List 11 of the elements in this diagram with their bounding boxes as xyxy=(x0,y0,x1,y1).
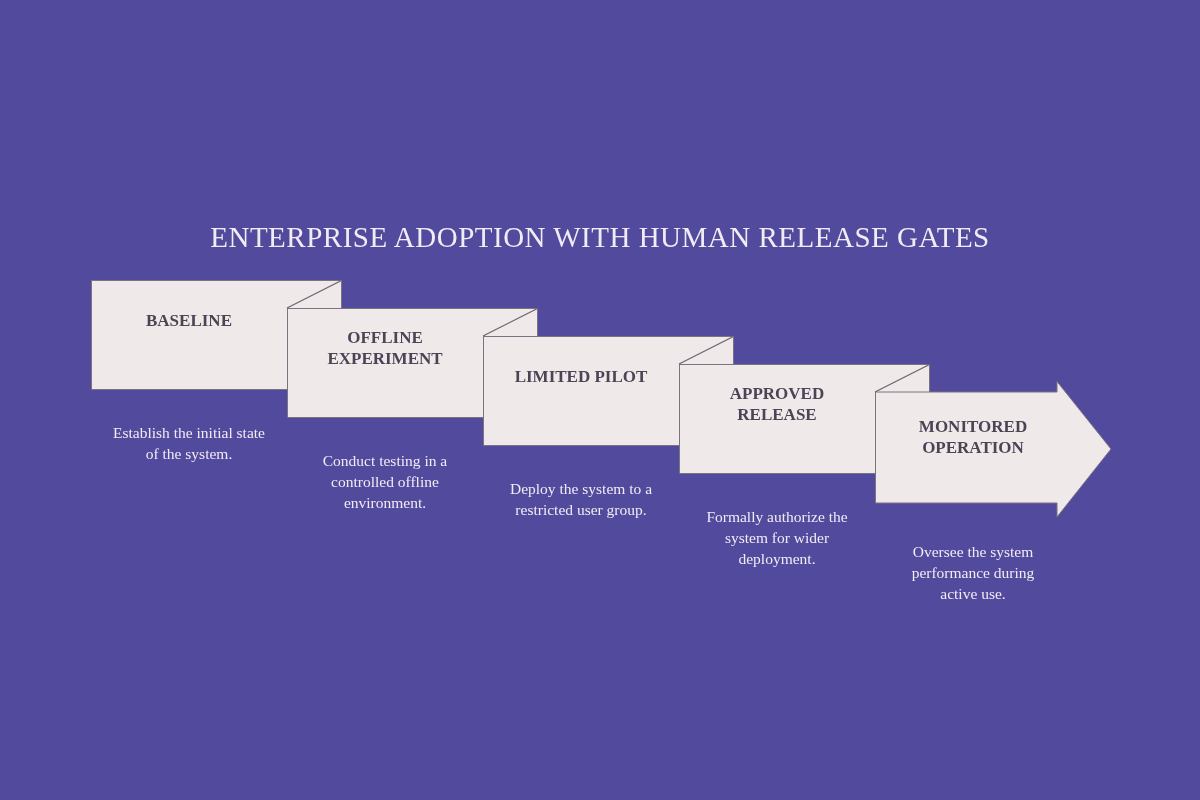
diagram-title: ENTERPRISE ADOPTION WITH HUMAN RELEASE GATES xyxy=(210,220,990,255)
step-description: Conduct testing in a controlled offline environment. xyxy=(321,451,449,513)
step-title: MONITORED OPERATION xyxy=(917,416,1029,458)
step-title: LIMITED PILOT xyxy=(513,365,649,387)
step-description: Oversee the system performance during active use. xyxy=(910,542,1036,604)
step-description: Establish the initial state of the system. xyxy=(113,423,265,464)
step-title: APPROVED RELEASE xyxy=(728,383,826,425)
step-title: OFFLINE EXPERIMENT xyxy=(326,327,444,369)
step-description: Deploy the system to a restricted user group. xyxy=(508,479,654,520)
step-description: Formally authorize the system for wider deployment. xyxy=(705,507,849,569)
step-title: BASELINE xyxy=(145,309,233,331)
